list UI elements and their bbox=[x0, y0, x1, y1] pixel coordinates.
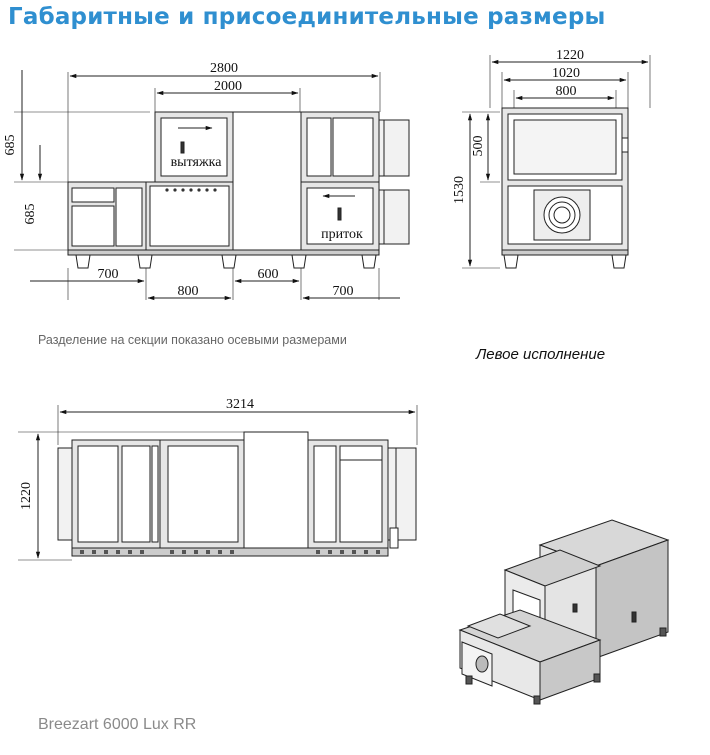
page-title: Габаритные и присоединительные размеры bbox=[8, 4, 606, 30]
dim-1020: 1020 bbox=[552, 66, 580, 81]
top-view-rail-teeth bbox=[80, 550, 380, 554]
model-name: Breezart 6000 Lux RR bbox=[38, 716, 197, 733]
dim-600: 600 bbox=[258, 267, 279, 282]
dim-1220-top: 1220 bbox=[19, 482, 34, 510]
top-view bbox=[18, 405, 418, 561]
fan-section-dots bbox=[165, 188, 217, 192]
dim-700-left: 700 bbox=[98, 267, 119, 282]
side-view bbox=[462, 55, 651, 269]
variant-label: Левое исполнение bbox=[476, 346, 606, 363]
dim-685-bottom: 685 bbox=[23, 204, 38, 225]
dim-800: 800 bbox=[178, 284, 199, 299]
dim-2000: 2000 bbox=[214, 79, 242, 94]
dim-2800: 2800 bbox=[210, 61, 238, 76]
dim-1220-side: 1220 bbox=[556, 48, 584, 63]
front-view bbox=[14, 70, 410, 301]
dim-1530: 1530 bbox=[452, 176, 467, 204]
dim-500: 500 bbox=[471, 136, 486, 157]
exhaust-label: вытяжка bbox=[171, 155, 223, 170]
section-note: Разделение на секции показано осевыми ра… bbox=[38, 333, 347, 347]
supply-label: приток bbox=[321, 227, 363, 242]
dim-3214: 3214 bbox=[226, 397, 254, 412]
isometric-view bbox=[458, 519, 670, 705]
dim-800-side: 800 bbox=[556, 84, 577, 99]
dim-685-top: 685 bbox=[3, 135, 18, 156]
dim-700-right: 700 bbox=[333, 284, 354, 299]
